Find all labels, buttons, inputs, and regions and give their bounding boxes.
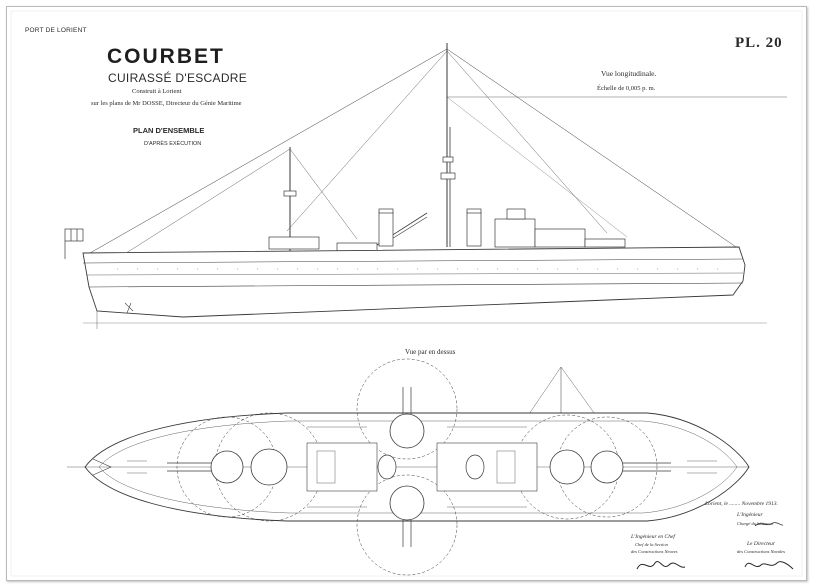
chief-engineer-role-1: Chef de la Section: [635, 542, 668, 547]
director-title: Le Directeur: [747, 541, 776, 547]
plate-number: PL. 20: [735, 35, 783, 51]
built-location: Construit à Lorient: [132, 88, 182, 95]
engineer-role: Chargé du bâtiment: [737, 521, 773, 526]
top-view: [67, 358, 750, 576]
scale-label: Échelle de 0,005 p. m.: [597, 85, 656, 92]
longitudinal-view-title: Vue longitudinale.: [601, 69, 657, 78]
ship-type: CUIRASSÉ D'ESCADRE: [108, 71, 248, 85]
longitudinal-view: [64, 43, 787, 329]
date-line: Lorient, le ........ Novembre 1913.: [705, 501, 778, 507]
engineer-title: L'Ingénieur: [737, 512, 763, 518]
top-view-title: Vue par en dessus: [405, 348, 456, 356]
director-role: des Constructions Navales: [737, 549, 785, 554]
chief-engineer-title: L'Ingénieur en Chef: [631, 534, 675, 540]
engineer-signature: [754, 522, 784, 527]
director-signature: [744, 561, 794, 570]
plan-title: PLAN D'ENSEMBLE: [133, 126, 205, 135]
chief-engineer-signature: [636, 561, 686, 570]
chief-engineer-role-2: des Constructions Neuves: [631, 549, 678, 554]
ship-drawing: [10, 10, 803, 577]
designer-credit: sur les plans de Mr DOSSE, Directeur du …: [91, 100, 242, 107]
port-label: PORT DE LORIENT: [25, 27, 87, 34]
plan-subtitle: D'APRÈS EXÉCUTION: [144, 141, 202, 147]
ship-name: COURBET: [107, 45, 225, 68]
drawing-sheet: PORT DE LORIENT PL. 20 COURBET CUIRASSÉ …: [6, 6, 807, 581]
